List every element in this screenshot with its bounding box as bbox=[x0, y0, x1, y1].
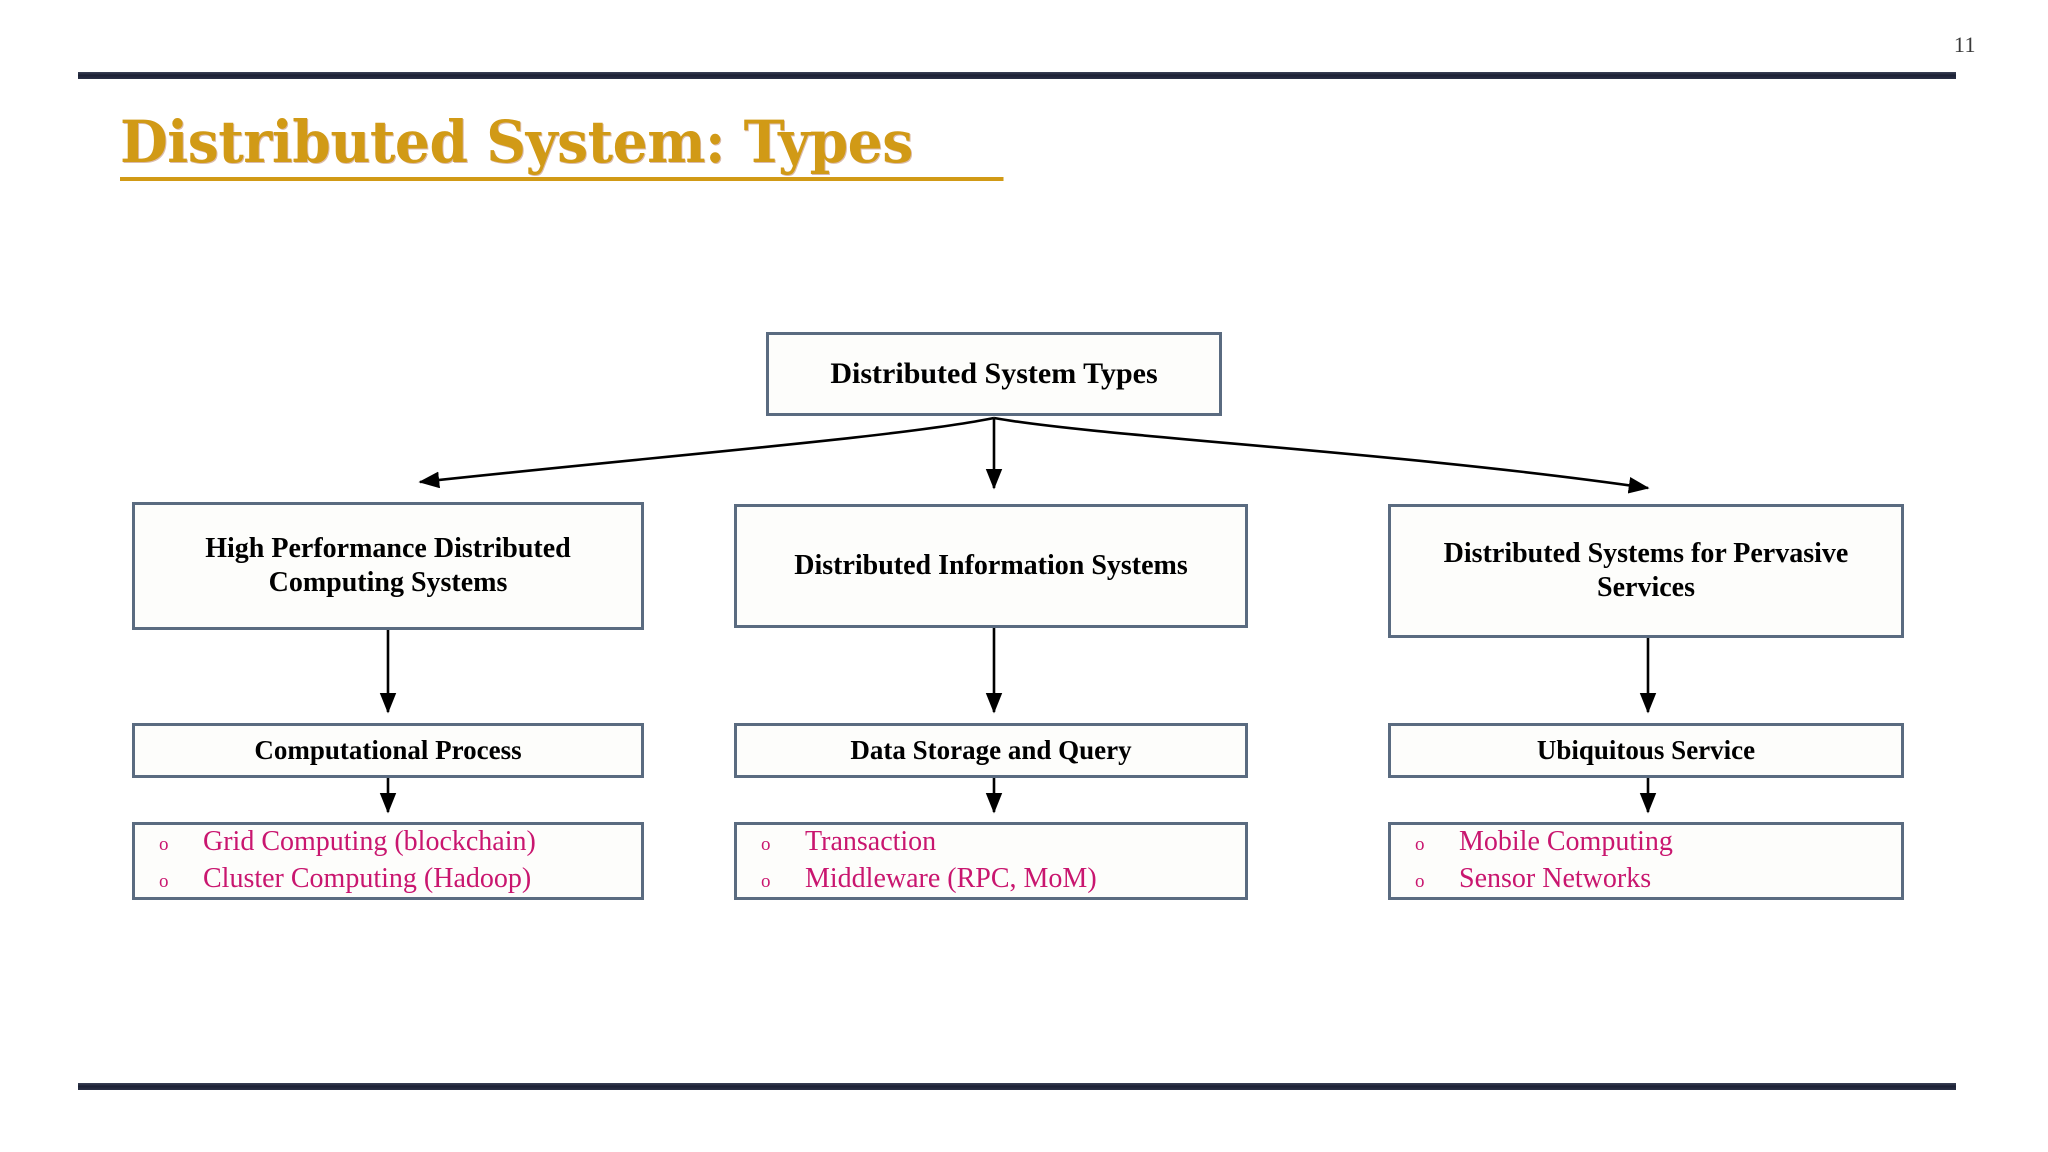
list-item: o Cluster Computing (Hadoop) bbox=[159, 861, 641, 898]
list-item-label: Cluster Computing (Hadoop) bbox=[203, 863, 532, 894]
bullet-list-c: o Mobile Computing o Sensor Networks bbox=[1391, 824, 1901, 898]
node-l3c-label: Ubiquitous Service bbox=[1536, 735, 1756, 766]
list-item-label: Middleware (RPC, MoM) bbox=[805, 863, 1097, 894]
list-item-label: Grid Computing (blockchain) bbox=[203, 826, 536, 858]
connector-root-to-left bbox=[418, 416, 995, 489]
list-item: o Middleware (RPC, MoM) bbox=[761, 861, 1245, 898]
leaf-box-computational-process-items[interactable]: o Grid Computing (blockchain) o Cluster … bbox=[132, 822, 644, 900]
list-item: o Grid Computing (blockchain) bbox=[159, 824, 641, 861]
page-title: Distributed System: Types bbox=[120, 108, 913, 176]
circle-bullet-icon: o bbox=[1415, 834, 1425, 856]
list-item: o Transaction bbox=[761, 824, 1245, 861]
circle-bullet-icon: o bbox=[1415, 871, 1425, 892]
connector-root-to-right bbox=[993, 416, 1650, 494]
node-l3a-label: Computational Process bbox=[254, 735, 522, 766]
list-item-label: Sensor Networks bbox=[1459, 863, 1652, 894]
footer-divider-rule bbox=[78, 1083, 1956, 1090]
node-data-storage-and-query[interactable]: Data Storage and Query bbox=[734, 723, 1248, 778]
node-distributed-systems-for-pervasive-services[interactable]: Distributed Systems for Pervasive Servic… bbox=[1388, 504, 1904, 638]
bullet-list-a: o Grid Computing (blockchain) o Cluster … bbox=[135, 824, 641, 898]
bullet-list-b: o Transaction o Middleware (RPC, MoM) bbox=[737, 824, 1245, 898]
page-title-wrapper: Distributed System: Types bbox=[120, 112, 1050, 181]
header-divider-rule bbox=[78, 72, 1956, 79]
node-l2a-label: High Performance Distributed Computing S… bbox=[205, 532, 571, 598]
node-high-performance-distributed-computing-systems[interactable]: High Performance Distributed Computing S… bbox=[132, 502, 644, 630]
page-title-underline bbox=[120, 176, 1004, 181]
circle-bullet-icon: o bbox=[159, 834, 169, 856]
node-root-label: Distributed System Types bbox=[830, 356, 1158, 390]
node-distributed-information-systems[interactable]: Distributed Information Systems bbox=[734, 504, 1248, 628]
list-item-label: Transaction bbox=[805, 826, 937, 858]
node-l2c-label: Distributed Systems for Pervasive Servic… bbox=[1443, 537, 1849, 603]
circle-bullet-icon: o bbox=[761, 834, 771, 856]
list-item-label: Mobile Computing bbox=[1459, 826, 1673, 858]
node-l3b-label: Data Storage and Query bbox=[850, 735, 1132, 766]
node-computational-process[interactable]: Computational Process bbox=[132, 723, 644, 778]
leaf-box-data-storage-and-query-items[interactable]: o Transaction o Middleware (RPC, MoM) bbox=[734, 822, 1248, 900]
leaf-box-ubiquitous-service-items[interactable]: o Mobile Computing o Sensor Networks bbox=[1388, 822, 1904, 900]
list-item: o Mobile Computing bbox=[1415, 824, 1901, 861]
list-item: o Sensor Networks bbox=[1415, 861, 1901, 898]
circle-bullet-icon: o bbox=[761, 871, 771, 892]
node-l2b-label: Distributed Information Systems bbox=[794, 549, 1188, 581]
slide-number: 11 bbox=[1953, 32, 1976, 57]
node-ubiquitous-service[interactable]: Ubiquitous Service bbox=[1388, 723, 1904, 778]
circle-bullet-icon: o bbox=[159, 871, 169, 892]
node-root[interactable]: Distributed System Types bbox=[766, 332, 1222, 416]
